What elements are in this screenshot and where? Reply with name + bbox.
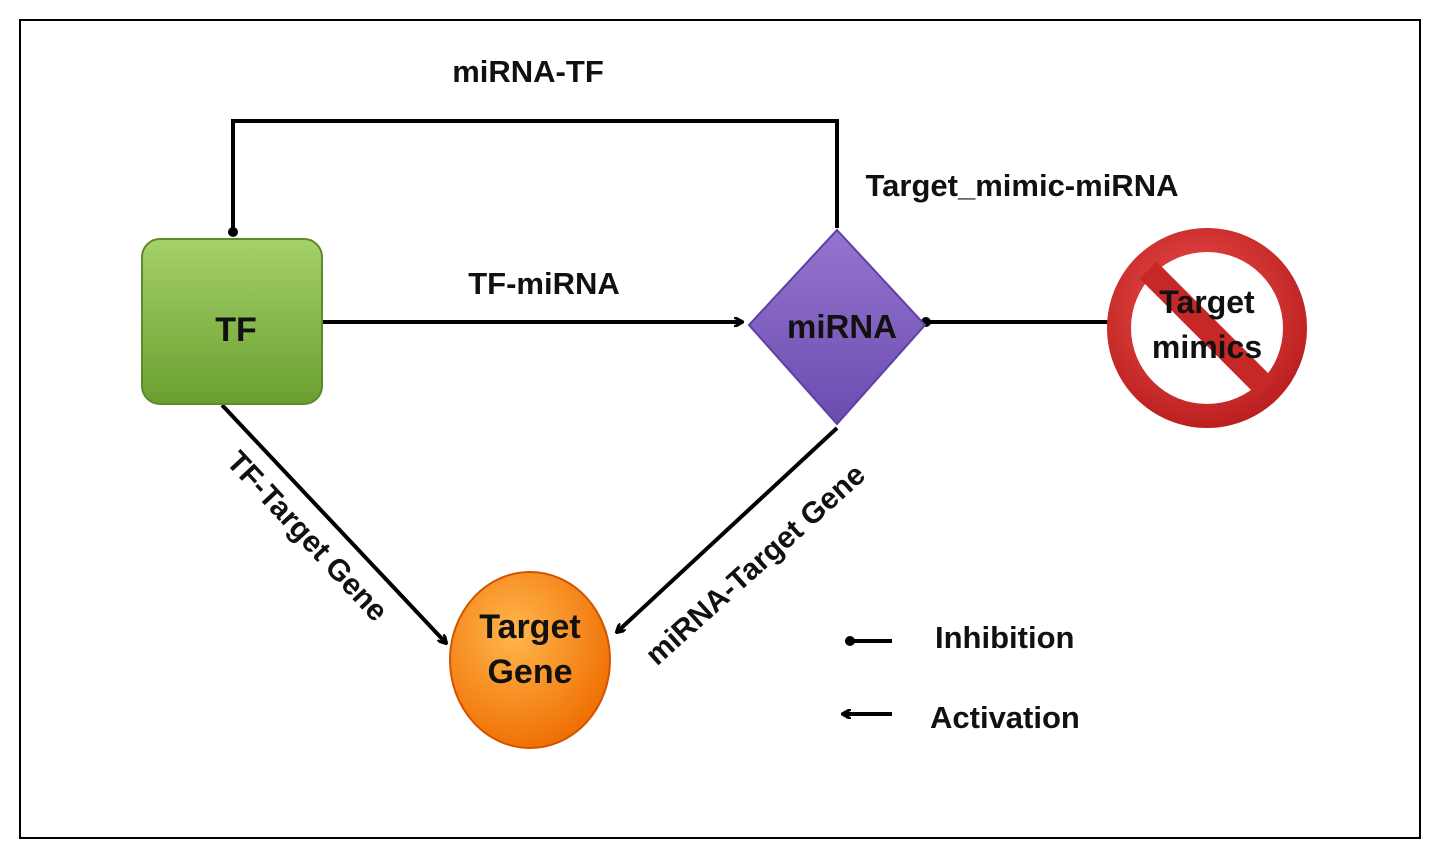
target-gene-ellipse xyxy=(449,571,611,749)
edge-label-mirna-tf: miRNA-TF xyxy=(452,54,604,89)
node-mirna[interactable]: miRNA xyxy=(747,228,927,426)
tf-box xyxy=(141,238,323,405)
legend-inhibition-label: Inhibition xyxy=(935,620,1074,655)
edge-label-tf-target-gene: TF-Target Gene xyxy=(220,445,394,628)
edge-label-mirna-target-gene: miRNA-Target Gene xyxy=(640,458,872,672)
target-gene-label-line2: Gene xyxy=(487,653,572,691)
edge-mirna-target-gene xyxy=(617,426,839,632)
node-target-gene[interactable]: Target Gene xyxy=(449,571,611,749)
tf-label: TF xyxy=(215,311,257,349)
node-tf[interactable]: TF xyxy=(141,238,323,405)
mirna-label: miRNA xyxy=(787,308,897,345)
mirna-diamond xyxy=(747,228,927,426)
target-mimics-label-line2: mimics xyxy=(1152,329,1262,365)
target-mimics-label-line1: Target xyxy=(1159,284,1255,320)
edge-label-tf-mirna: TF-miRNA xyxy=(468,266,620,301)
prohibition-slash-icon xyxy=(1139,261,1275,397)
edge-label-target-mimic-mirna: Target_mimic-miRNA xyxy=(866,168,1179,203)
target-gene-label-line1: Target xyxy=(479,608,580,646)
node-target-mimics[interactable]: Target mimics xyxy=(1107,228,1307,428)
edge-tf-target-gene xyxy=(220,403,446,643)
diagram-frame xyxy=(19,19,1421,839)
legend-activation-label: Activation xyxy=(930,700,1080,735)
legend: Inhibition Activation xyxy=(843,620,1080,735)
edge-mirna-tf xyxy=(228,119,839,237)
